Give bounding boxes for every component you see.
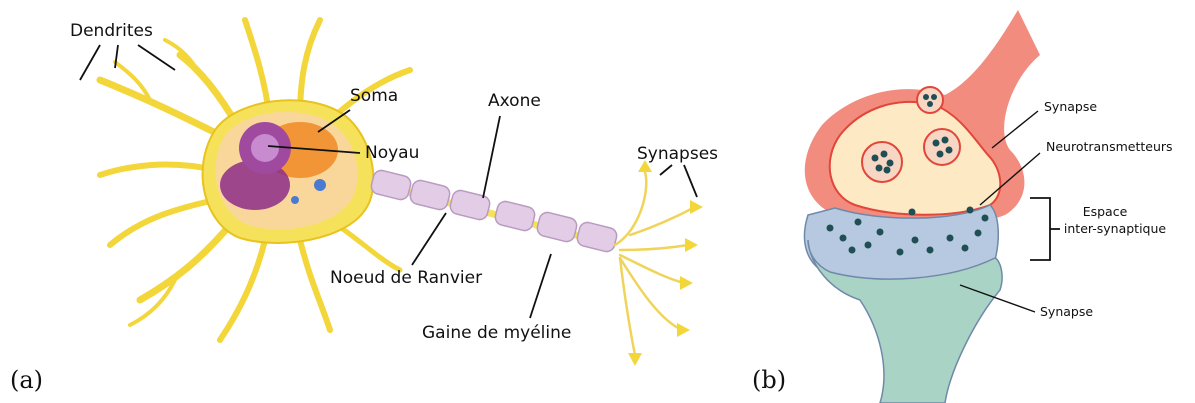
synaptic-boutons bbox=[628, 160, 703, 366]
vesicle-soma bbox=[291, 196, 299, 204]
label-gaine-de-myeline: Gaine de myéline bbox=[422, 323, 571, 343]
vesicle-soma bbox=[314, 179, 326, 191]
label-axone: Axone bbox=[488, 91, 541, 111]
label-synapses: Synapses bbox=[637, 144, 718, 164]
label-synapse-bottom: Synapse bbox=[1040, 304, 1093, 319]
label-inter-synaptique: inter-synaptique bbox=[1064, 221, 1166, 236]
label-espace: Espace bbox=[1083, 204, 1128, 219]
label-dendrites: Dendrites bbox=[70, 21, 153, 41]
synapse-illustration bbox=[804, 10, 1040, 403]
nucleolus bbox=[251, 134, 279, 162]
panel-b-tag: (b) bbox=[752, 366, 786, 394]
label-soma: Soma bbox=[350, 86, 398, 106]
label-noyau: Noyau bbox=[365, 143, 419, 163]
panel-a-tag: (a) bbox=[10, 366, 43, 394]
label-neurotransmetteurs: Neurotransmetteurs bbox=[1046, 139, 1173, 154]
label-synapse-top: Synapse bbox=[1044, 99, 1097, 114]
neuron-illustration bbox=[100, 20, 703, 366]
label-noeud-de-ranvier: Noeud de Ranvier bbox=[330, 268, 482, 288]
